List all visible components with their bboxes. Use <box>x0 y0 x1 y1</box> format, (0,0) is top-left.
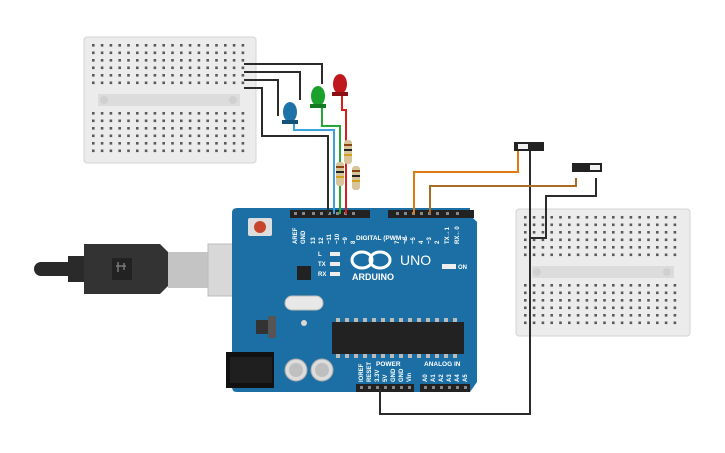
pin-label-top: 13 <box>311 237 317 244</box>
pin-label-top: AREF <box>293 227 299 244</box>
resistors <box>336 140 360 190</box>
pin-label-top: 2 <box>435 240 441 244</box>
slide-switch-1[interactable] <box>514 142 544 151</box>
pin-label-top: ~11 <box>327 233 333 244</box>
analog-header-label: ANALOG IN <box>424 361 461 368</box>
pin-label-top: ~6 <box>403 236 409 244</box>
pin-label-top: 7 <box>395 240 401 244</box>
breadboard-left[interactable] <box>83 36 257 164</box>
resistor-3 <box>352 166 360 190</box>
usb-icon <box>116 262 126 272</box>
breadboard-right[interactable] <box>515 208 691 337</box>
pin-label-top: 12 <box>319 237 325 244</box>
resistor-1 <box>336 162 344 186</box>
pin-label-power: RESET <box>367 362 373 382</box>
atmega-chip <box>332 322 464 354</box>
pin-label-top: ~5 <box>411 236 417 244</box>
usb-chip <box>297 266 311 280</box>
pin-label-analog: A5 <box>463 374 469 382</box>
pin-label-top: 8 <box>351 240 357 244</box>
red-led-icon[interactable] <box>332 74 348 96</box>
pin-label-analog: A3 <box>447 374 453 382</box>
pin-label-analog: A1 <box>431 374 437 382</box>
status-led-label: RX <box>318 272 326 278</box>
blue-led-icon[interactable] <box>282 102 298 124</box>
arduino-logo-icon <box>350 250 392 270</box>
power-header-label: POWER <box>376 361 401 368</box>
status-led-label: TX <box>318 262 326 268</box>
capacitors <box>284 358 334 382</box>
pin-label-power: 5V <box>383 375 389 382</box>
pin-label-power: GND <box>391 368 397 382</box>
pin-label-top: RX←0 <box>455 226 461 244</box>
pin-label-top: TX→1 <box>445 226 451 244</box>
breadboard-right-holes <box>524 216 677 325</box>
crystal <box>284 295 324 311</box>
pin-label-top: ~3 <box>427 236 433 244</box>
brand-label: ARDUINO <box>352 272 394 282</box>
pin-label-top: 4 <box>419 240 425 244</box>
pin-label-top: ~9 <box>343 236 349 244</box>
pin-label-analog: A4 <box>455 374 461 382</box>
pin-label-power: 3.3V <box>375 370 381 382</box>
on-label: ON <box>458 265 467 271</box>
model-label: UNO <box>400 252 431 268</box>
breadboard-left-holes <box>92 44 245 153</box>
resistor-2 <box>344 140 352 164</box>
pin-label-power: IOREF <box>359 363 365 382</box>
digital-header-label: DIGITAL (PWM~) <box>356 235 407 242</box>
slide-switch-2[interactable] <box>572 163 602 172</box>
pin-label-top: ~10 <box>335 233 341 244</box>
pin-label-analog: A0 <box>423 374 429 382</box>
reset-button <box>254 221 266 233</box>
status-led-label: L <box>318 252 322 258</box>
pin-label-top: GND <box>301 230 307 244</box>
pin-label-power: Vin <box>407 372 413 382</box>
green-led-icon[interactable] <box>310 86 326 108</box>
pin-label-power: GND <box>399 368 405 382</box>
pin-label-analog: A2 <box>439 374 445 382</box>
